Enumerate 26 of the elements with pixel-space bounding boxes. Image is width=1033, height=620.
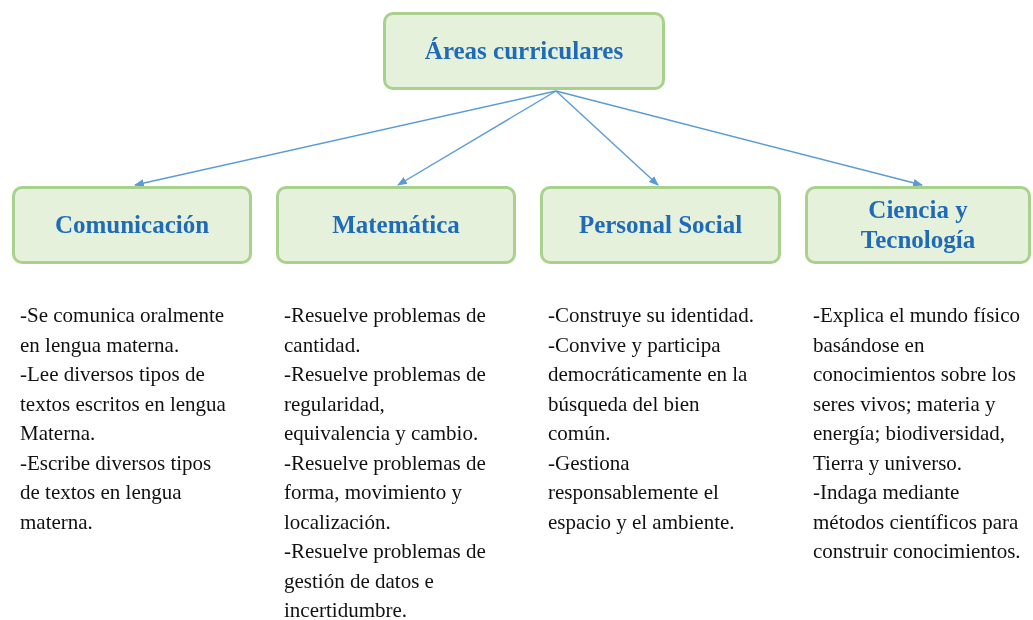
list-item: -Se comunica oralmente en lengua materna. [20,302,226,359]
list-item: -Explica el mundo físico basándose en conocimientos sobre los seres vivos; materia y energía; biodiversidad, Tierra y universo. [813,302,1022,477]
list-item: -Escribe diversos tipos de textos en lengua materna. [20,449,213,536]
root-box [383,12,665,90]
list-item: -Lee diversos tipos de textos escritos en lengua Materna. [20,361,227,447]
list-item: -Indaga mediante métodos científicos para construir conocimientos. [813,479,1022,565]
list-item: -Resuelve problemas de gestión de datos e incertidumbre. [284,538,487,620]
arrow [555,90,923,187]
arrow [134,90,557,187]
arrow [555,90,659,186]
list-item: -Resuelve problemas de forma, movimiento y localización. [284,449,487,536]
area-title: Personal Social [578,210,743,240]
list-item: -Gestiona responsablemente el espacio y el ambiente. [548,449,736,536]
area-box [12,186,252,264]
area-box [805,186,1031,264]
list-item: -Construye su identidad. [548,302,755,329]
area-box [276,186,516,264]
list-item: -Convive y participa democráticamente en la búsqueda del bien común. [548,331,749,447]
area-title: Ciencia y Tecnología [859,195,977,255]
area-title: Matemática [332,210,460,240]
list-item: -Resuelve problemas de regularidad, equivalencia y cambio. [284,361,487,447]
arrow [397,90,557,186]
area-title: Comunicación [54,210,210,240]
list-item: -Resuelve problemas de cantidad. [284,302,487,359]
area-title: Áreas curriculares [424,36,624,66]
area-box [540,186,781,264]
